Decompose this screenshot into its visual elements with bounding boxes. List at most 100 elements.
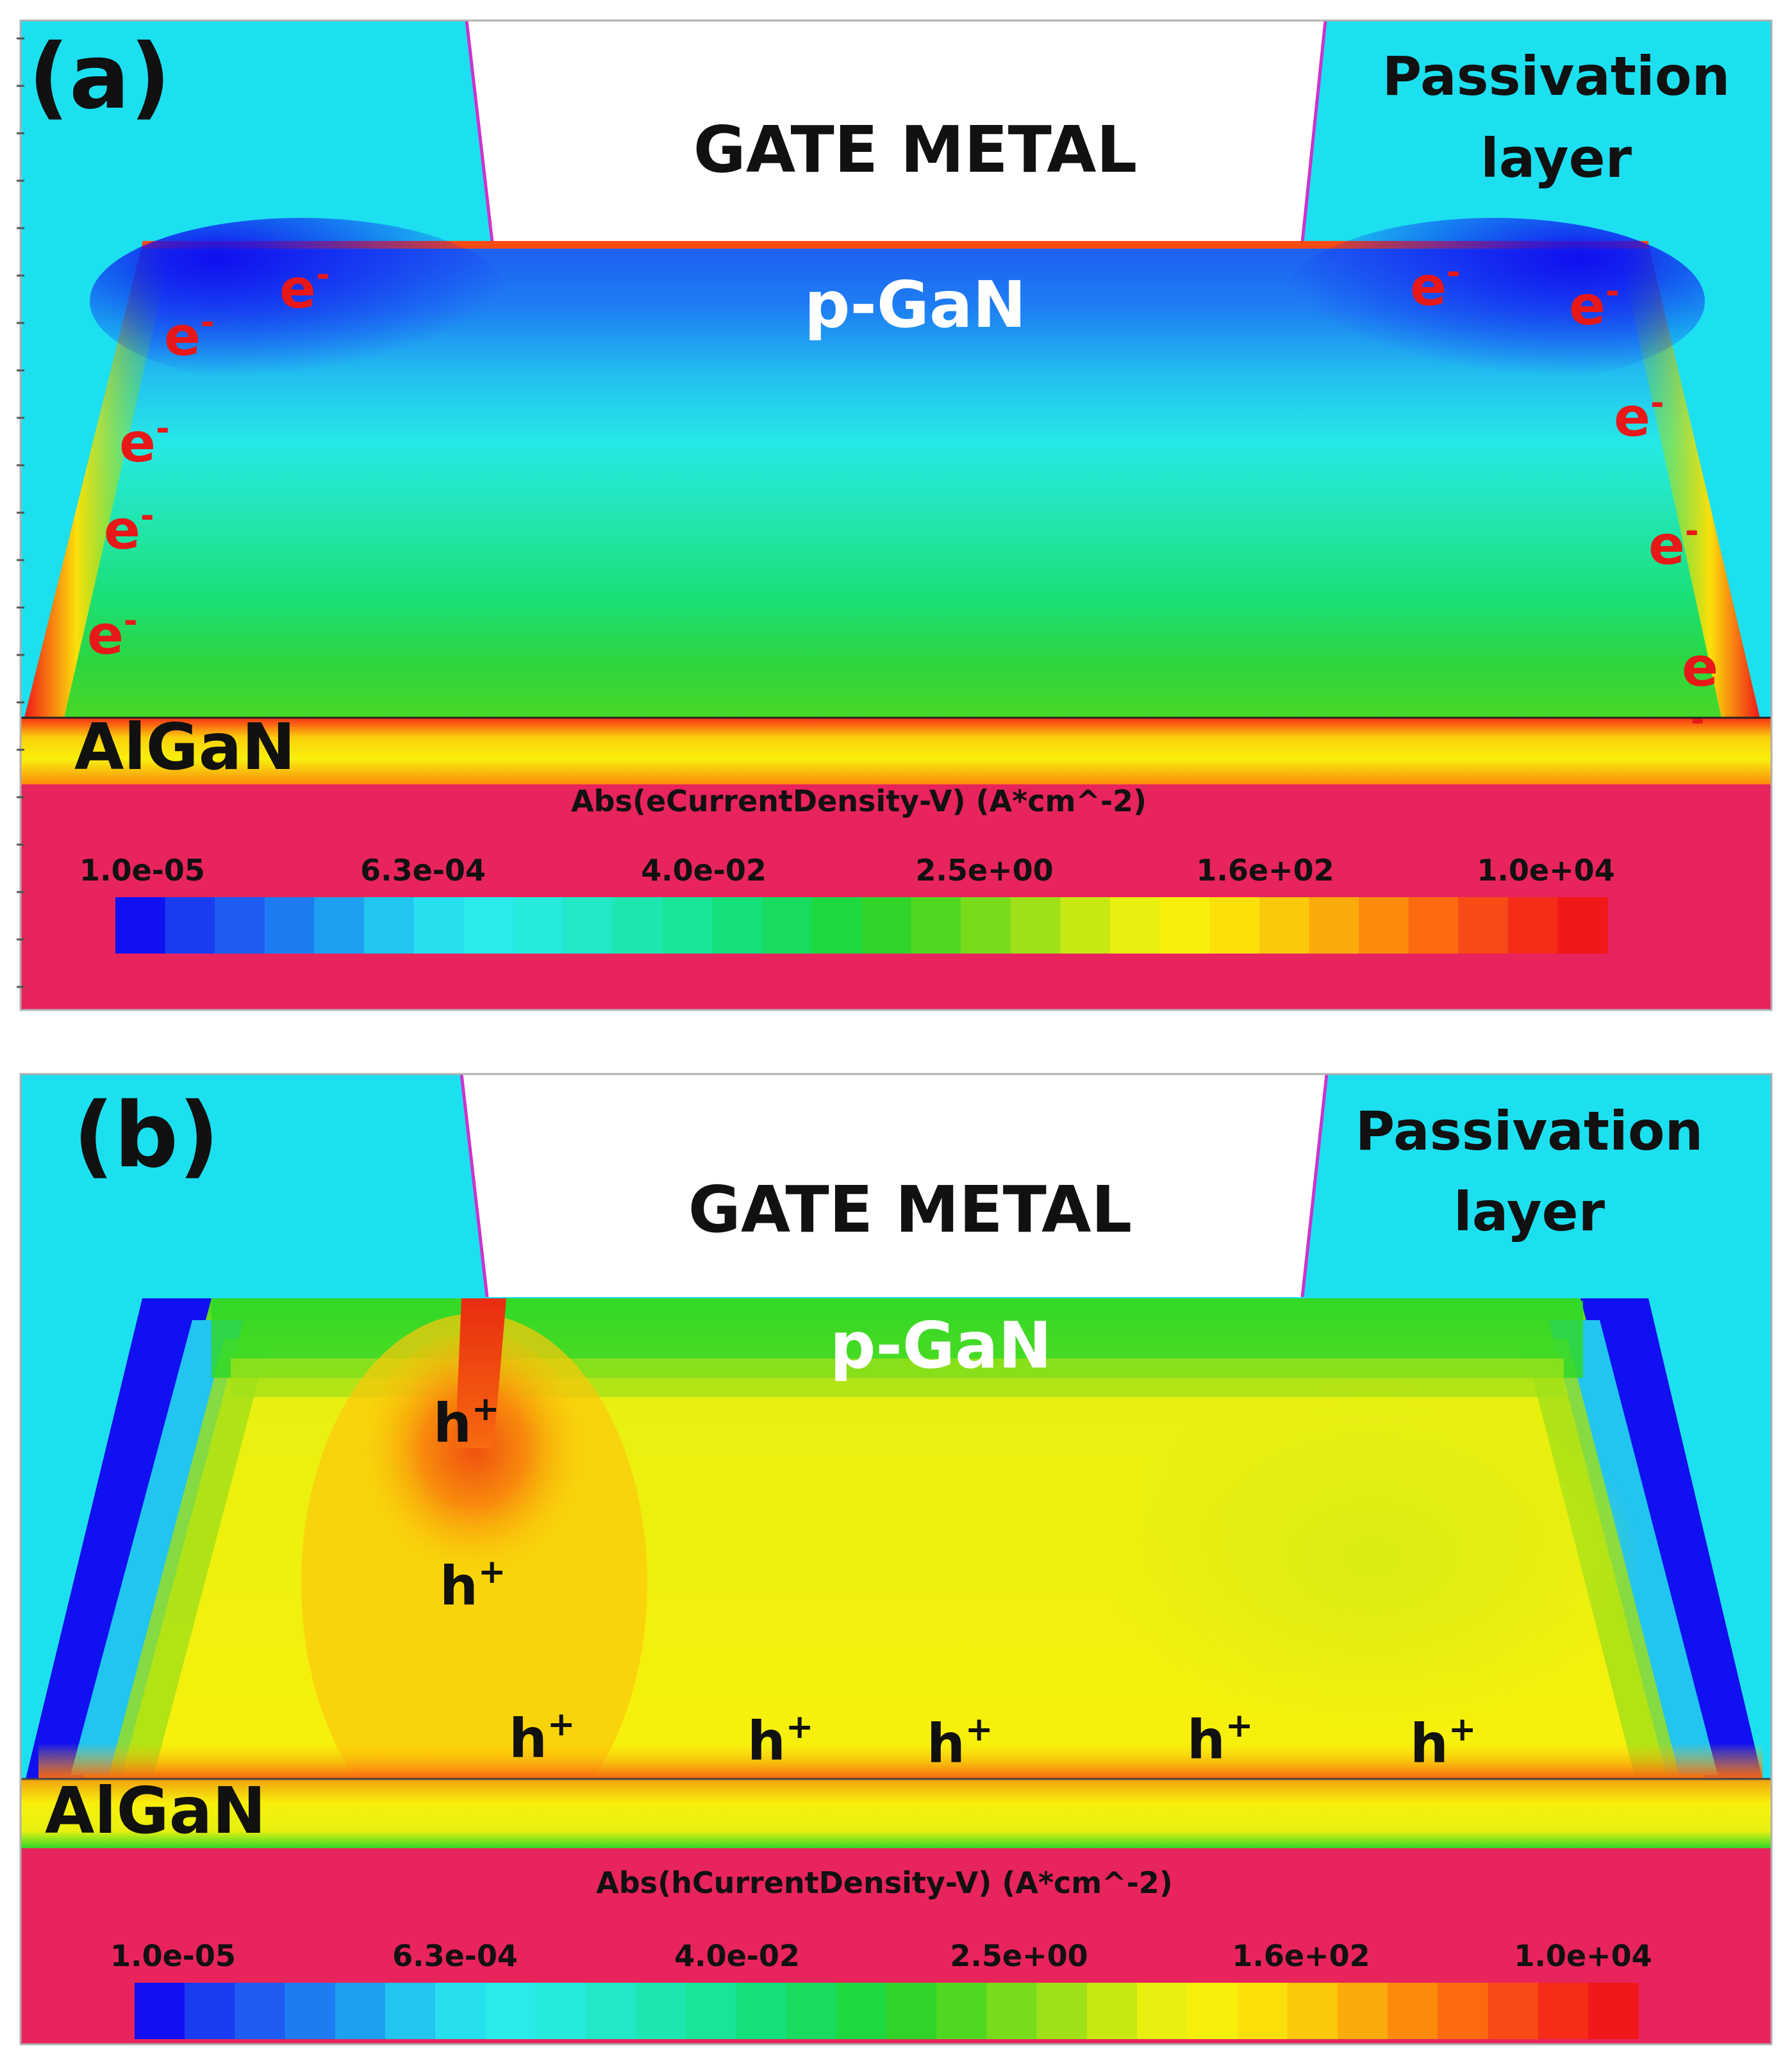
pgan-edge-right — [1580, 1298, 1763, 1779]
panel-b: (b) GATE METAL Passivation layer p-GaN A… — [19, 1073, 1773, 2046]
electron-marker: e- — [1410, 253, 1461, 318]
gate-edge-right — [1300, 1073, 1329, 1298]
orange-spot — [359, 1333, 590, 1589]
green-haze — [1102, 1378, 1641, 1737]
algan-label: AlGaN — [45, 1773, 266, 1848]
colorbar-swatch — [185, 1983, 235, 2039]
hole-marker: h+ — [1187, 1707, 1253, 1771]
colorbar-swatches — [135, 1983, 1639, 2039]
gate-edge-left — [460, 1073, 489, 1298]
passivation-label-line1: Passivation — [1356, 1100, 1704, 1162]
colorbar-swatch — [1507, 897, 1558, 954]
colorbar-swatch — [1137, 1983, 1188, 2039]
colorbar-swatch — [861, 897, 912, 954]
colorbar-tick: 1.0e+04 — [1477, 853, 1614, 888]
corner-right — [1282, 218, 1705, 385]
colorbar-swatch — [886, 1983, 937, 2039]
gate-edge-right — [1300, 20, 1327, 243]
electron-marker: e- — [1648, 512, 1699, 577]
electron-marker: e- — [279, 256, 330, 320]
pgan-edge-right — [1618, 244, 1760, 718]
colorbar-swatch — [535, 1983, 586, 2039]
electron-marker: e- — [164, 303, 215, 368]
colorbar-swatch — [786, 1983, 837, 2039]
colorbar-swatch — [385, 1983, 436, 2039]
colorbar-tick: 1.0e+04 — [1514, 1939, 1652, 1973]
colorbar-swatch — [215, 897, 265, 954]
colorbar-swatch — [115, 897, 166, 954]
colorbar-swatch — [1036, 1983, 1088, 2039]
colorbar-swatch — [1110, 897, 1161, 954]
colorbar-swatch — [662, 897, 713, 954]
gate-metal-label: GATE METAL — [688, 1172, 1132, 1247]
passivation-label-line2: layer — [1454, 1180, 1605, 1243]
colorbar-swatch — [936, 1983, 987, 2039]
colorbar-swatch — [335, 1983, 386, 2039]
colorbar-swatch — [1337, 1983, 1388, 2039]
colorbar-swatch — [285, 1983, 336, 2039]
electron-marker: e- — [119, 409, 170, 474]
colorbar-tick: 4.0e-02 — [641, 853, 767, 888]
colorbar-tick: 2.5e+00 — [950, 1939, 1088, 1973]
gate-metal-label: GATE METAL — [693, 112, 1137, 187]
colorbar-swatch — [364, 897, 415, 954]
colorbar-swatch — [1408, 897, 1459, 954]
gate-metal-region — [467, 21, 1325, 242]
colorbar-swatch — [1159, 897, 1210, 954]
colorbar-swatch — [264, 897, 315, 954]
colorbar-tick: 6.3e-04 — [360, 853, 486, 888]
colorbar-title: Abs(hCurrentDensity-V) (A*cm^-2) — [596, 1865, 1173, 1900]
pgan-edge-left — [26, 1298, 212, 1779]
hole-marker: h+ — [927, 1710, 993, 1775]
algan-region — [21, 718, 1771, 784]
colorbar-tick: 1.0e-05 — [79, 853, 205, 888]
algan-region — [21, 1779, 1771, 1848]
colorbar-swatch — [1209, 897, 1260, 954]
colorbar-swatch — [1557, 897, 1608, 954]
colorbar-swatch — [836, 1983, 887, 2039]
corner-left — [90, 218, 513, 385]
colorbar-swatch — [811, 897, 862, 954]
colorbar-swatch — [1458, 897, 1509, 954]
passivation-label-line2: layer — [1481, 127, 1632, 190]
colorbar-tick: 4.0e-02 — [674, 1939, 800, 1973]
colorbar-tick: 6.3e-04 — [392, 1939, 518, 1973]
colorbar-swatch — [911, 897, 961, 954]
hole-markers: h+ h+ h+ h+ h+ h+ h+ — [433, 1390, 1476, 1775]
pgan-edge-left-green — [109, 1339, 269, 1775]
colorbar-swatches — [115, 897, 1608, 954]
colorbar-swatch — [1060, 897, 1111, 954]
panel-label: (a) — [28, 25, 170, 129]
bottom-hot-band — [38, 1743, 1763, 1779]
colorbar-swatch — [1287, 1983, 1338, 2039]
pgan-edge-left — [24, 244, 173, 718]
hole-marker: h+ — [440, 1553, 506, 1617]
electron-marker-sup: - — [1691, 700, 1705, 739]
gate-edge-left — [465, 20, 494, 243]
colorbar-swatch — [613, 897, 663, 954]
colorbar-swatch — [961, 897, 1011, 954]
colorbar-ticks: 1.0e-05 6.3e-04 4.0e-02 2.5e+00 1.6e+02 … — [110, 1939, 1652, 1973]
pgan-label: p-GaN — [804, 267, 1026, 342]
colorbar-swatch — [1388, 1983, 1438, 2039]
colorbar-swatch — [761, 897, 812, 954]
hole-marker: h+ — [433, 1390, 499, 1455]
colorbar-swatch — [1538, 1983, 1589, 2039]
colorbar-swatch — [485, 1983, 536, 2039]
colorbar-swatch — [1488, 1983, 1539, 2039]
current-column — [455, 1298, 506, 1448]
colorbar-swatch — [314, 897, 365, 954]
electron-marker: e- — [104, 497, 154, 561]
colorbar-title: Abs(eCurrentDensity-V) (A*cm^-2) — [571, 784, 1147, 818]
pgan-label: p-GaN — [830, 1308, 1052, 1383]
left-axis-ticks — [17, 37, 24, 988]
colorbar-tick: 1.6e+02 — [1232, 1939, 1370, 1973]
colorbar-swatch — [1309, 897, 1359, 954]
pgan-top-edge — [142, 241, 1648, 249]
hole-marker: h+ — [747, 1708, 813, 1773]
colorbar-swatch — [585, 1983, 636, 2039]
colorbar-swatch — [1237, 1983, 1288, 2039]
panel-a-border — [19, 19, 1773, 1011]
gate-metal-region — [461, 1074, 1327, 1297]
